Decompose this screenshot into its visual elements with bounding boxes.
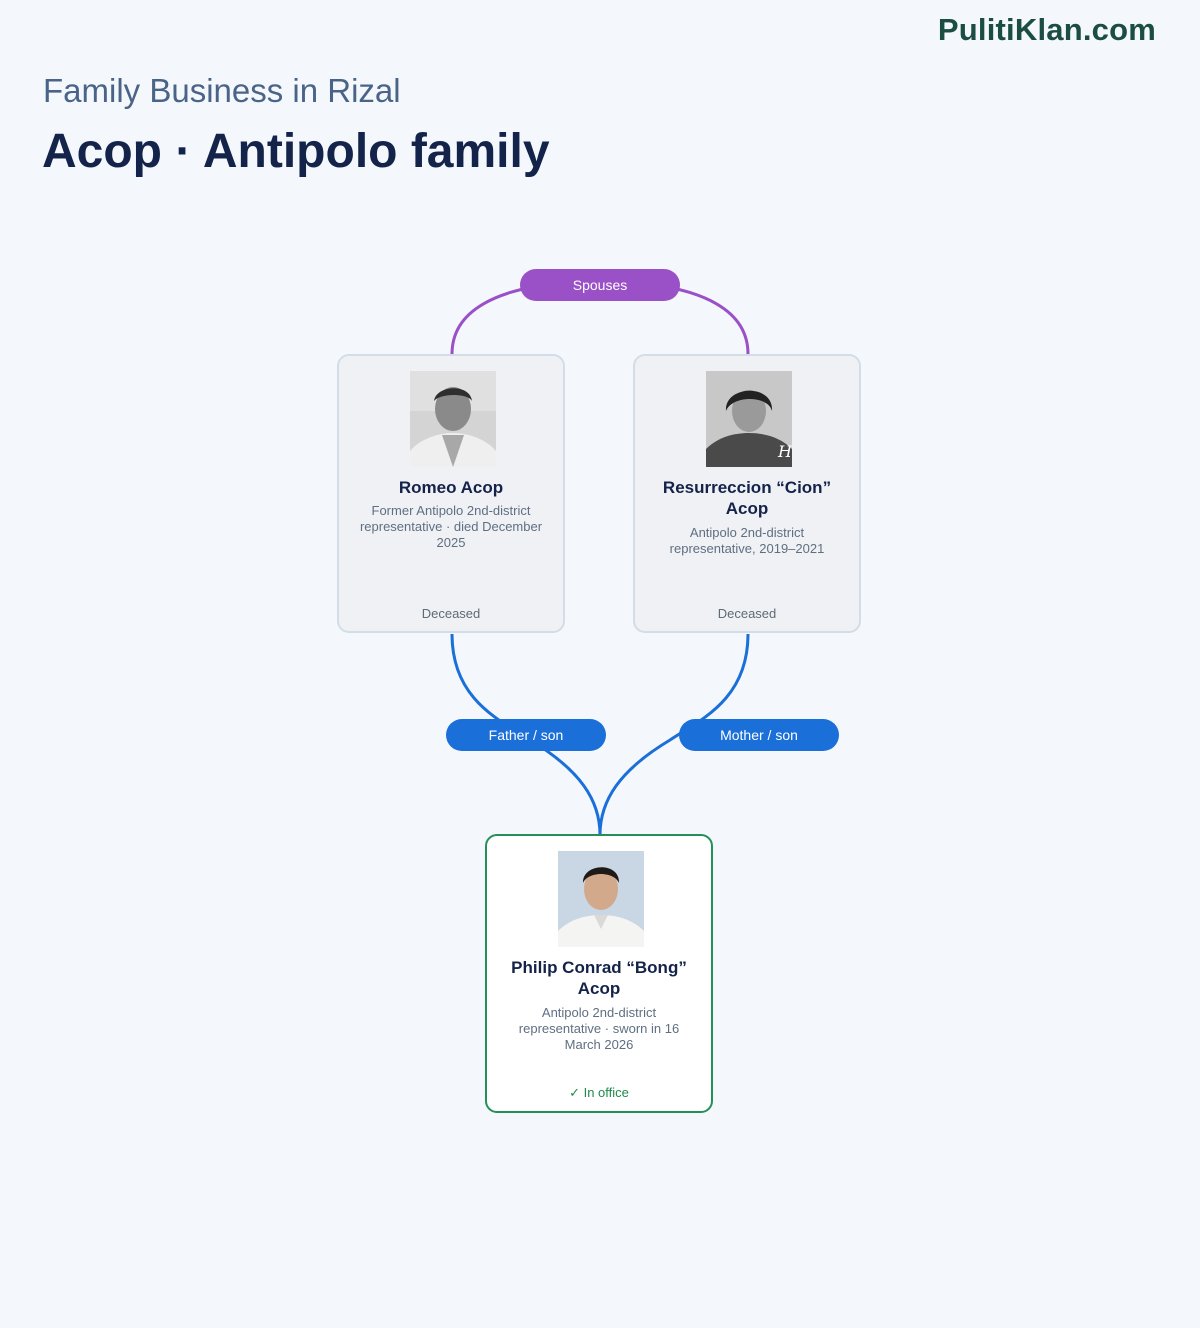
- portrait-photo: [558, 851, 644, 947]
- portrait-photo: H: [706, 371, 792, 467]
- spouses-label: Spouses: [520, 269, 680, 301]
- page-subtitle: Family Business in Rizal: [43, 72, 401, 109]
- person-name: Resurreccion “Cion” Acop: [662, 478, 832, 518]
- portrait-photo: [410, 371, 496, 467]
- person-status-in-office: ✓ In office: [569, 1085, 629, 1100]
- mother-son-label: Mother / son: [679, 719, 839, 751]
- person-status: Deceased: [421, 606, 481, 621]
- mother-son-connector: [598, 633, 750, 836]
- page-title: Acop · Antipolo family: [42, 125, 550, 178]
- father-son-label: Father / son: [446, 719, 606, 751]
- brand-logo-text: PulitiKlan.com: [937, 12, 1156, 47]
- person-name: Romeo Acop: [398, 478, 504, 497]
- person-card-cion-acop[interactable]: H Resurreccion “Cion” Acop Antipolo 2nd-…: [633, 354, 861, 633]
- person-card-bong-acop[interactable]: Philip Conrad “Bong” Acop Antipolo 2nd-d…: [485, 834, 713, 1113]
- svg-text:H: H: [777, 442, 792, 461]
- person-name: Philip Conrad “Bong” Acop: [511, 958, 687, 998]
- person-card-romeo-acop[interactable]: Romeo Acop Former Antipolo 2nd-district …: [337, 354, 565, 633]
- person-description: Former Antipolo 2nd-district representat…: [359, 503, 543, 550]
- person-description: Antipolo 2nd-district representative · s…: [518, 1005, 680, 1052]
- person-description: Antipolo 2nd-district representative, 20…: [669, 525, 825, 556]
- person-status: Deceased: [717, 606, 777, 621]
